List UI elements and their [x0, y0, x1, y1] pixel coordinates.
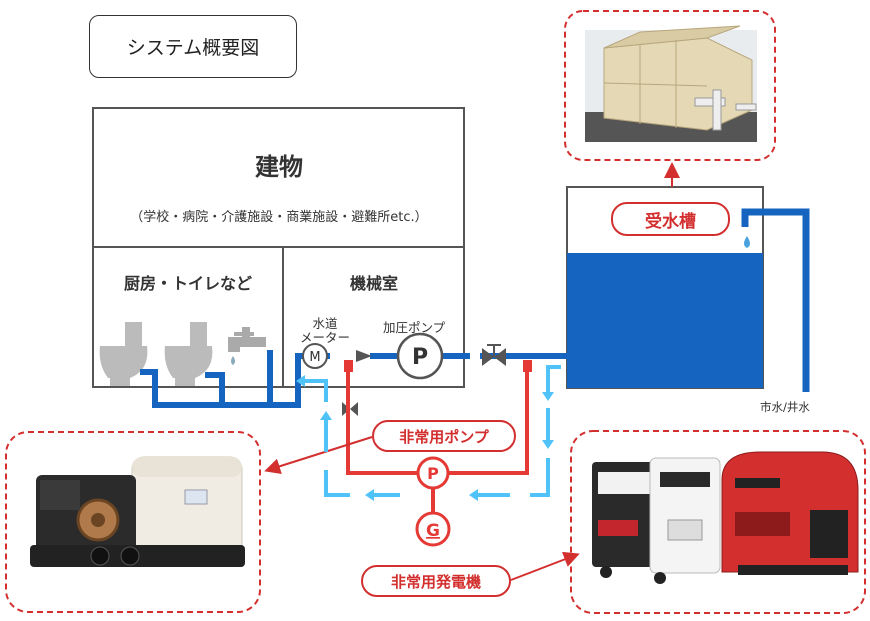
generator-symbol: G [426, 521, 440, 541]
toilet-icon [99, 322, 148, 386]
booster-pump-label: 加圧ポンプ [383, 320, 446, 335]
emergency-pump-symbol: P [427, 464, 439, 483]
emergency-generator-label: 非常用発電機 [361, 565, 511, 597]
emergency-pump-label: 非常用ポンプ [372, 420, 516, 452]
machine-room-label: 機械室 [349, 274, 398, 293]
building-title: 建物 [255, 153, 303, 181]
water-drop-icon [744, 236, 750, 248]
emergency-lines [346, 366, 529, 515]
pump-photo [30, 456, 245, 567]
building-subtitle: （学校・病院・介護施設・商業施設・避難所etc.） [130, 210, 428, 225]
receiving-tank-label: 受水槽 [611, 202, 730, 236]
city-water-label: 市水/井水 [760, 400, 810, 414]
toilet-room-label: 厨房・トイレなど [123, 274, 252, 293]
flow-arrow-icon [305, 365, 561, 497]
emergency-generator [415, 511, 451, 547]
meter-symbol: M [309, 350, 320, 365]
booster-pump-symbol: P [412, 345, 428, 370]
tank-photo [585, 25, 757, 142]
generator-photo [592, 451, 859, 584]
valve-icon [482, 344, 506, 366]
water-meter-label: 水道 メーター [300, 316, 351, 345]
booster-pump [396, 332, 444, 380]
emergency-pump [416, 456, 450, 490]
diagram-title: システム概要図 [89, 15, 297, 78]
faucet-icon [228, 327, 266, 365]
water-meter [302, 343, 328, 369]
toilet-icon-2 [164, 322, 213, 386]
tank-water [567, 253, 763, 388]
